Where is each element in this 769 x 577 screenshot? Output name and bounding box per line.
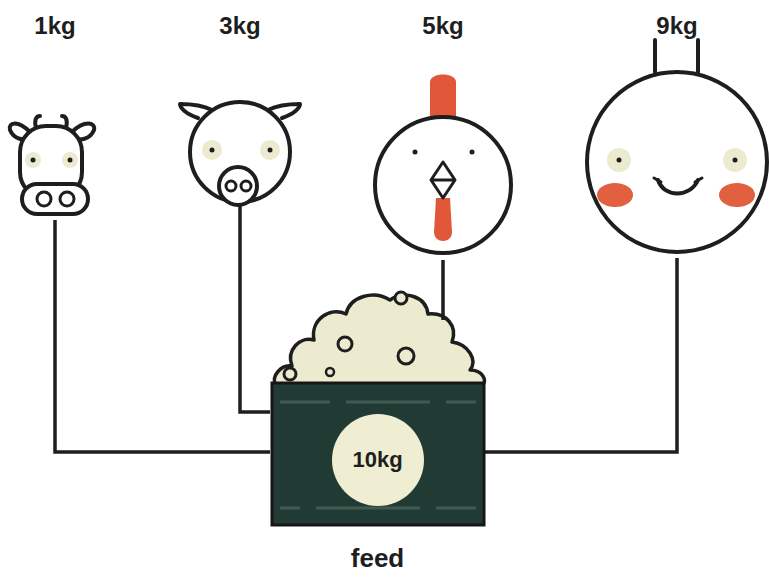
eye-pupil <box>617 158 622 163</box>
cheek <box>719 183 755 207</box>
pig-nostril <box>226 181 236 191</box>
eye-pupil <box>733 158 738 163</box>
feed-bag <box>272 292 484 525</box>
person-details <box>597 148 755 207</box>
feed-connector <box>240 205 270 412</box>
cow-eyes <box>25 152 78 168</box>
weight-label: 9kg <box>656 11 697 41</box>
animal-node: 9kg <box>587 5 767 258</box>
eye-pupil <box>210 148 215 153</box>
bag-stripe <box>280 401 476 404</box>
eye-pupil <box>268 148 273 153</box>
feed-node: 10kg feed <box>270 320 485 575</box>
eye-pupil <box>470 150 475 155</box>
person-head <box>587 40 767 252</box>
weight-label: 3kg <box>219 11 260 41</box>
eye-white <box>723 148 747 172</box>
feed-pellet <box>398 348 414 364</box>
smile-end <box>654 178 661 182</box>
cow-nostril <box>37 192 51 206</box>
animal-node: 1kg <box>5 5 105 220</box>
bag-body <box>272 383 484 525</box>
feed-connector <box>55 220 270 452</box>
eye-white <box>25 152 41 168</box>
cheek <box>597 183 633 207</box>
pig-snout <box>219 167 257 205</box>
chicken-wattle <box>434 198 452 241</box>
smile <box>658 180 698 194</box>
cow-head <box>10 116 94 214</box>
feed-weight: 10kg <box>352 446 402 474</box>
pig-eyes <box>202 140 280 160</box>
pig-face <box>190 102 290 202</box>
eye-white <box>62 152 78 168</box>
bag-stripe <box>280 507 476 510</box>
weight-label: 1kg <box>34 11 75 41</box>
feed-pellet <box>338 337 352 351</box>
animal-node: 3kg <box>185 5 295 205</box>
bag-badge <box>332 414 424 506</box>
eye-white <box>202 140 222 160</box>
animal-node: 5kg <box>373 5 513 260</box>
feed-connector <box>441 260 445 320</box>
cow-muzzle <box>22 184 88 214</box>
person-face <box>587 72 767 252</box>
antenna <box>696 40 700 72</box>
chicken-head <box>375 75 511 254</box>
chicken-beak <box>431 162 455 198</box>
feed-pellet <box>326 368 334 376</box>
feed-caption: feed <box>351 543 404 573</box>
feed-pellet <box>284 368 296 380</box>
antenna <box>653 40 657 72</box>
chicken-face <box>375 117 511 253</box>
feed-mound <box>274 295 484 386</box>
eye-pupil <box>31 158 36 163</box>
weight-label: 5kg <box>422 11 463 41</box>
chicken-comb <box>430 75 456 119</box>
cow-nostril <box>60 192 74 206</box>
eye-white <box>260 140 280 160</box>
feed-connector <box>485 258 677 452</box>
smile-end <box>695 178 702 182</box>
pig-nostril <box>241 181 251 191</box>
feed-pellet <box>395 292 407 304</box>
eye-white <box>607 148 631 172</box>
eye-pupil <box>68 158 73 163</box>
eye-pupil <box>413 150 418 155</box>
pig-head <box>180 102 300 205</box>
